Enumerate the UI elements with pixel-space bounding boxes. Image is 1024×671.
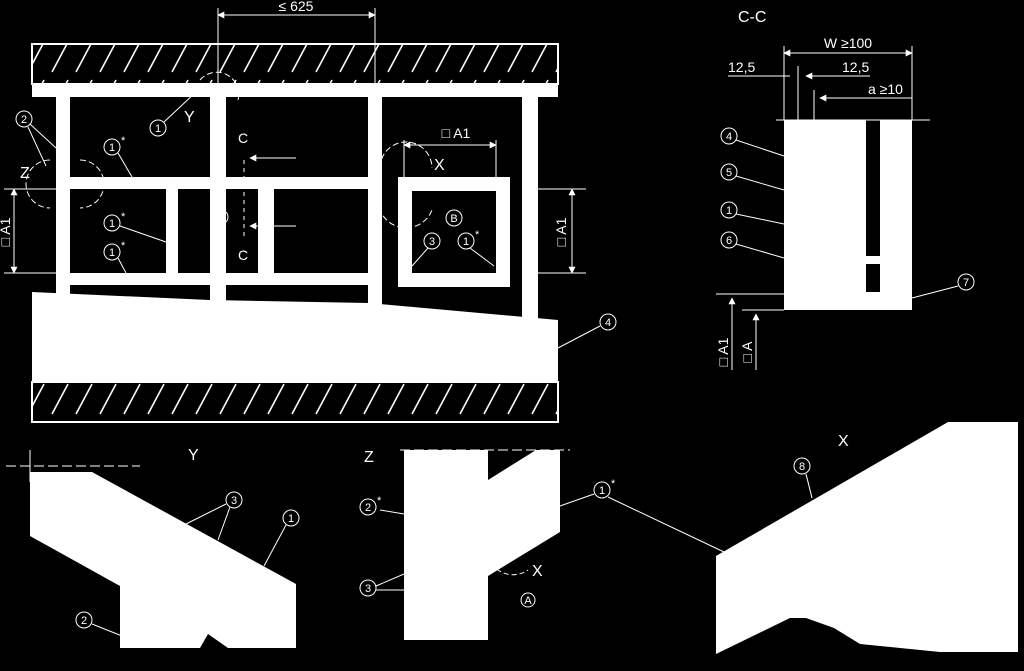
section-c-bottom: C	[238, 247, 248, 263]
svg-text:4: 4	[605, 317, 611, 329]
svg-text:5: 5	[726, 167, 732, 179]
svg-text:B: B	[450, 213, 457, 225]
section-wall	[784, 120, 912, 310]
detail-z-shape	[404, 450, 560, 640]
callout-2-left: 2	[15, 110, 57, 167]
svg-text:*: *	[377, 495, 382, 507]
svg-text:2: 2	[21, 114, 27, 126]
callout-1-star-c: 1 *	[103, 240, 127, 274]
svg-text:3: 3	[429, 236, 435, 248]
callout-1-cc: 1	[720, 201, 785, 225]
svg-text:1: 1	[109, 142, 115, 154]
opening-b	[412, 191, 496, 273]
callout-1-y: 1	[263, 509, 300, 567]
svg-text:1: 1	[726, 205, 732, 217]
svg-text:6: 6	[726, 235, 732, 247]
stud-3	[368, 97, 382, 317]
callout-2-star-z: 2 *	[359, 495, 405, 516]
svg-text:4: 4	[726, 131, 732, 143]
a1-box-dimension: □ A1	[442, 125, 471, 141]
a-cc-dimension: □ A	[739, 341, 755, 363]
detail-x: X 8 1 *	[559, 422, 1018, 654]
callout-1-star-b: 1 *	[103, 211, 167, 243]
detail-x-title: X	[838, 433, 849, 450]
stud-2	[210, 97, 226, 317]
x-detail-mark: X	[434, 157, 445, 174]
floor-slab	[31, 381, 559, 423]
callout-a-z: A	[520, 592, 536, 608]
callout-7-cc: 7	[911, 273, 975, 299]
callout-1-star-x: 1 *	[559, 478, 725, 553]
short-stud-left	[166, 177, 178, 285]
svg-text:*: *	[121, 240, 126, 252]
offset-left-dimension: 12,5	[728, 59, 755, 75]
svg-text:*: *	[475, 229, 480, 241]
svg-text:*: *	[121, 135, 126, 147]
top-track	[32, 84, 558, 97]
svg-text:8: 8	[799, 461, 805, 473]
detail-y-shape	[30, 472, 296, 648]
svg-text:1: 1	[109, 247, 115, 259]
ceiling-slab	[31, 43, 559, 85]
svg-text:2: 2	[81, 615, 87, 627]
a-min-dimension: a ≥10	[868, 81, 903, 97]
svg-text:7: 7	[963, 277, 969, 289]
callout-3-y: 3	[185, 491, 243, 541]
detail-x-shape	[716, 422, 1018, 654]
stud-1	[56, 97, 70, 317]
detail-y-title: Y	[188, 447, 199, 464]
callout-4-cc: 4	[720, 127, 785, 157]
main-elevation: ≤ 625 Y 1 2 Z 1 * 1 *	[0, 0, 617, 423]
callout-b: B	[445, 209, 463, 227]
short-stud-right	[258, 189, 274, 273]
svg-text:2: 2	[365, 502, 371, 514]
callout-5-cc: 5	[720, 163, 785, 191]
y-detail-mark: Y	[184, 109, 195, 126]
detail-y: Y 3 1 2	[6, 447, 300, 648]
section-c-top: C	[238, 130, 248, 146]
svg-text:A: A	[524, 595, 532, 607]
w-dimension: W ≥100	[824, 35, 872, 51]
section-cc: C-C W ≥100 12,5 12,5 a ≥10 4 5 1	[715, 9, 975, 370]
a1-left-dimension: □ A1	[0, 217, 13, 246]
z-detail-mark: Z	[20, 165, 30, 182]
x-in-z-label: X	[532, 563, 543, 580]
callout-4-main: 4	[557, 313, 617, 349]
callout-1-top: 1	[149, 91, 197, 137]
nogging-lower	[56, 273, 368, 285]
section-cc-title: C-C	[738, 9, 766, 26]
callout-8-x: 8	[793, 457, 813, 499]
svg-text:*: *	[611, 478, 616, 490]
callout-3-box: 3	[411, 232, 441, 267]
callout-2-y: 2	[75, 611, 123, 637]
svg-text:1: 1	[155, 123, 161, 135]
a1-cc-dimension: □ A1	[715, 337, 731, 366]
callout-6-cc: 6	[720, 231, 785, 259]
base-board	[32, 292, 558, 382]
svg-text:*: *	[121, 211, 126, 223]
svg-text:3: 3	[365, 583, 371, 595]
stud-4	[522, 97, 538, 322]
svg-text:1: 1	[109, 218, 115, 230]
nogging-upper	[56, 177, 368, 189]
offset-right-dimension: 12,5	[842, 59, 869, 75]
a1-right-dimension: □ A1	[553, 217, 569, 246]
detail-z-title: Z	[364, 449, 374, 466]
svg-text:3: 3	[231, 495, 237, 507]
detail-z: Z 2 * 3 X A	[359, 449, 570, 640]
callout-3-z: 3	[359, 573, 405, 597]
svg-text:1: 1	[599, 485, 605, 497]
callout-1-star-box: 1 *	[457, 229, 495, 267]
svg-text:A: A	[217, 212, 225, 224]
svg-text:1: 1	[463, 236, 469, 248]
callout-a-main: A	[213, 209, 229, 225]
callout-1-star-a: 1 *	[103, 135, 133, 178]
top-spacing-dimension: ≤ 625	[279, 0, 314, 14]
svg-text:1: 1	[288, 513, 294, 525]
